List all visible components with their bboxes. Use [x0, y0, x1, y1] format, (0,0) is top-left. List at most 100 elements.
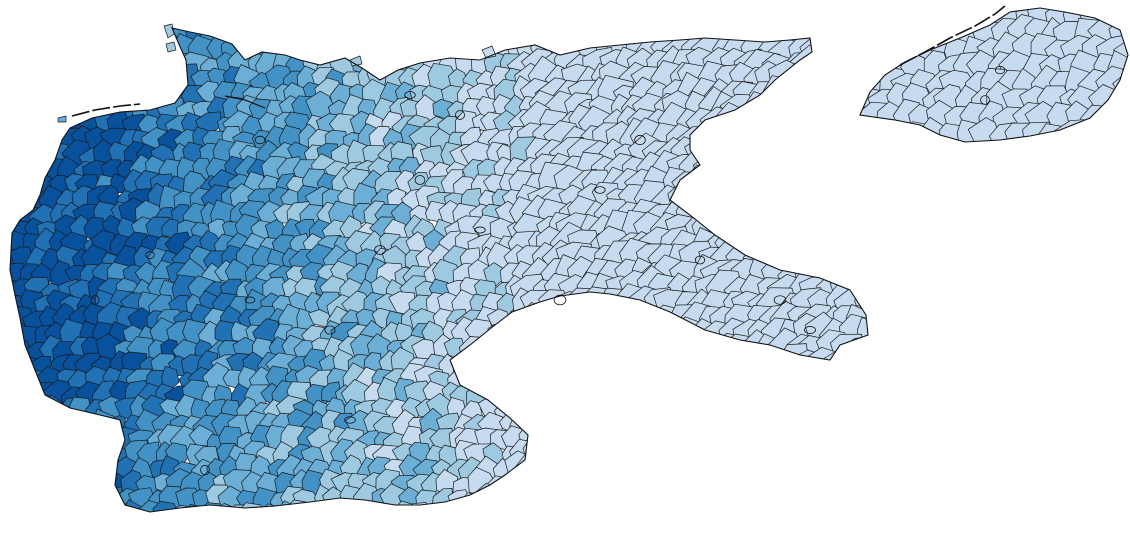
district-region: [600, 453, 637, 490]
district-region: [860, 8, 891, 37]
district-region: [541, 441, 575, 476]
district-region: [624, 407, 666, 442]
district-region: [18, 469, 50, 500]
district-region: [81, 35, 108, 64]
district-region: [56, 65, 82, 90]
district-region: [799, 421, 835, 454]
district-region: [422, 503, 447, 512]
district-region: [710, 151, 740, 189]
district-region: [860, 53, 885, 84]
district-region: [689, 376, 720, 405]
district-region: [537, 409, 574, 441]
district-region: [656, 380, 692, 414]
district-region: [1052, 8, 1090, 13]
district-region: [863, 456, 868, 488]
district-region: [10, 28, 16, 46]
district-region: [550, 316, 585, 350]
district-region: [765, 383, 799, 413]
district-region: [526, 426, 564, 461]
district-region: [94, 444, 118, 468]
district-region: [855, 198, 868, 224]
district-region: [684, 449, 717, 488]
district-region: [748, 376, 783, 413]
district-region: [558, 28, 598, 39]
district-region: [18, 388, 39, 407]
district-region: [560, 452, 594, 490]
district-region: [743, 200, 786, 233]
district-region: [194, 28, 213, 33]
district-region: [598, 436, 634, 471]
district-region: [882, 17, 919, 54]
district-region: [605, 479, 639, 512]
district-region: [80, 470, 100, 493]
district-region: [10, 28, 19, 34]
district-region: [837, 45, 868, 80]
district-region: [817, 121, 847, 157]
district-region: [130, 28, 160, 35]
district-region: [121, 51, 146, 76]
district-region: [788, 452, 825, 491]
district-region: [70, 36, 95, 58]
district-region: [10, 471, 29, 498]
district-region: [10, 37, 38, 66]
district-region: [860, 365, 868, 396]
district-region: [10, 184, 24, 216]
district-region: [526, 335, 564, 367]
district-region: [753, 360, 796, 400]
district-region: [533, 454, 562, 484]
district-region: [116, 28, 138, 32]
district-region: [755, 211, 785, 245]
district-region: [698, 169, 740, 205]
district-region: [260, 503, 285, 512]
district-region: [757, 182, 789, 219]
enclave-mark: [200, 464, 210, 476]
district-region: [10, 501, 28, 512]
district-region: [507, 347, 543, 387]
district-region: [31, 442, 56, 465]
district-region: [671, 497, 708, 512]
district-region: [580, 318, 620, 353]
district-region: [25, 485, 49, 511]
district-region: [692, 152, 733, 188]
enclave-mark: [254, 135, 266, 145]
district-region: [735, 375, 763, 407]
district-region: [699, 397, 728, 425]
district-region: [10, 442, 14, 472]
district-region: [850, 495, 868, 512]
enclave-mark: [324, 325, 336, 335]
district-region: [528, 499, 559, 512]
district-region: [673, 348, 707, 387]
district-region: [872, 36, 906, 66]
district-region: [19, 56, 47, 79]
district-region: [611, 383, 647, 413]
district-region: [782, 468, 813, 497]
district-region: [805, 433, 845, 472]
district-region: [728, 118, 763, 158]
district-region: [860, 84, 867, 114]
district-region: [712, 133, 755, 174]
district-region: [807, 498, 839, 512]
district-region: [835, 405, 868, 442]
district-region: [552, 502, 585, 512]
district-region: [472, 502, 496, 512]
district-region: [13, 496, 43, 512]
district-region: [70, 459, 98, 484]
district-region: [414, 28, 441, 31]
district-region: [807, 48, 846, 82]
district-region: [809, 407, 842, 448]
district-region: [259, 28, 294, 34]
district-region: [792, 435, 829, 471]
district-region: [604, 28, 638, 38]
district-region: [808, 468, 840, 501]
district-region: [773, 225, 818, 269]
district-region: [836, 67, 863, 95]
district-region: [778, 500, 808, 512]
district-region: [785, 91, 823, 125]
district-region: [686, 501, 720, 512]
district-region: [702, 438, 736, 469]
district-region: [538, 493, 578, 512]
district-region: [673, 468, 709, 507]
district-region: [314, 503, 341, 512]
district-region: [419, 28, 447, 47]
district-region: [897, 8, 927, 33]
